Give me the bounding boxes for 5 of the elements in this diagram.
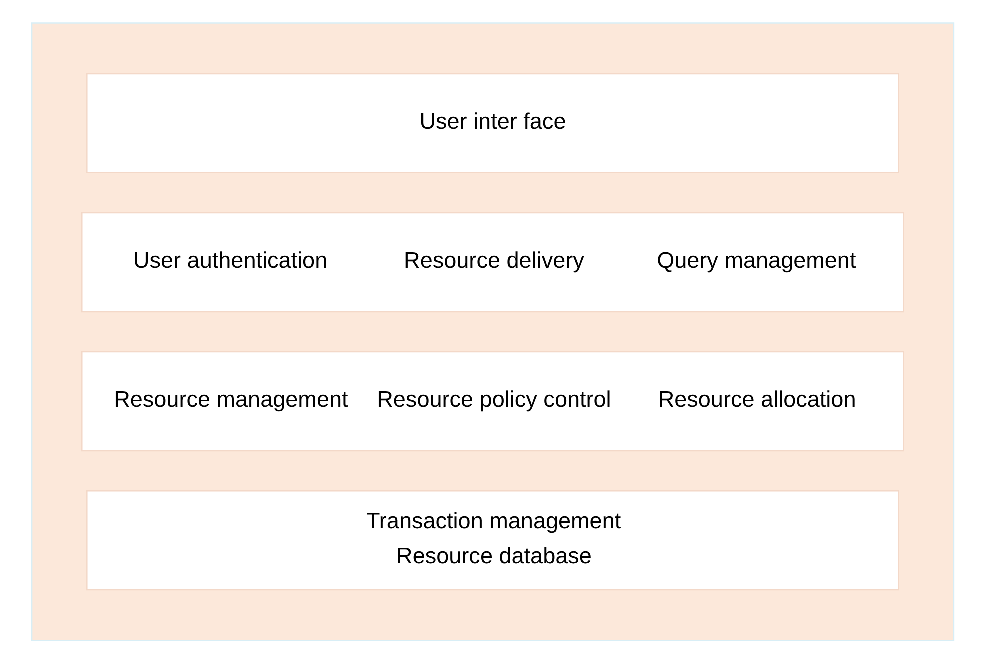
cluster	[30, 22, 954, 642]
node-box: Resource management Resource policy control Resource allocation	[81, 351, 904, 452]
node-box: User authentication Resource delivery Query management	[81, 212, 904, 313]
node-box: User inter face	[86, 73, 899, 174]
node-box: Transaction management Resource database	[86, 490, 899, 591]
